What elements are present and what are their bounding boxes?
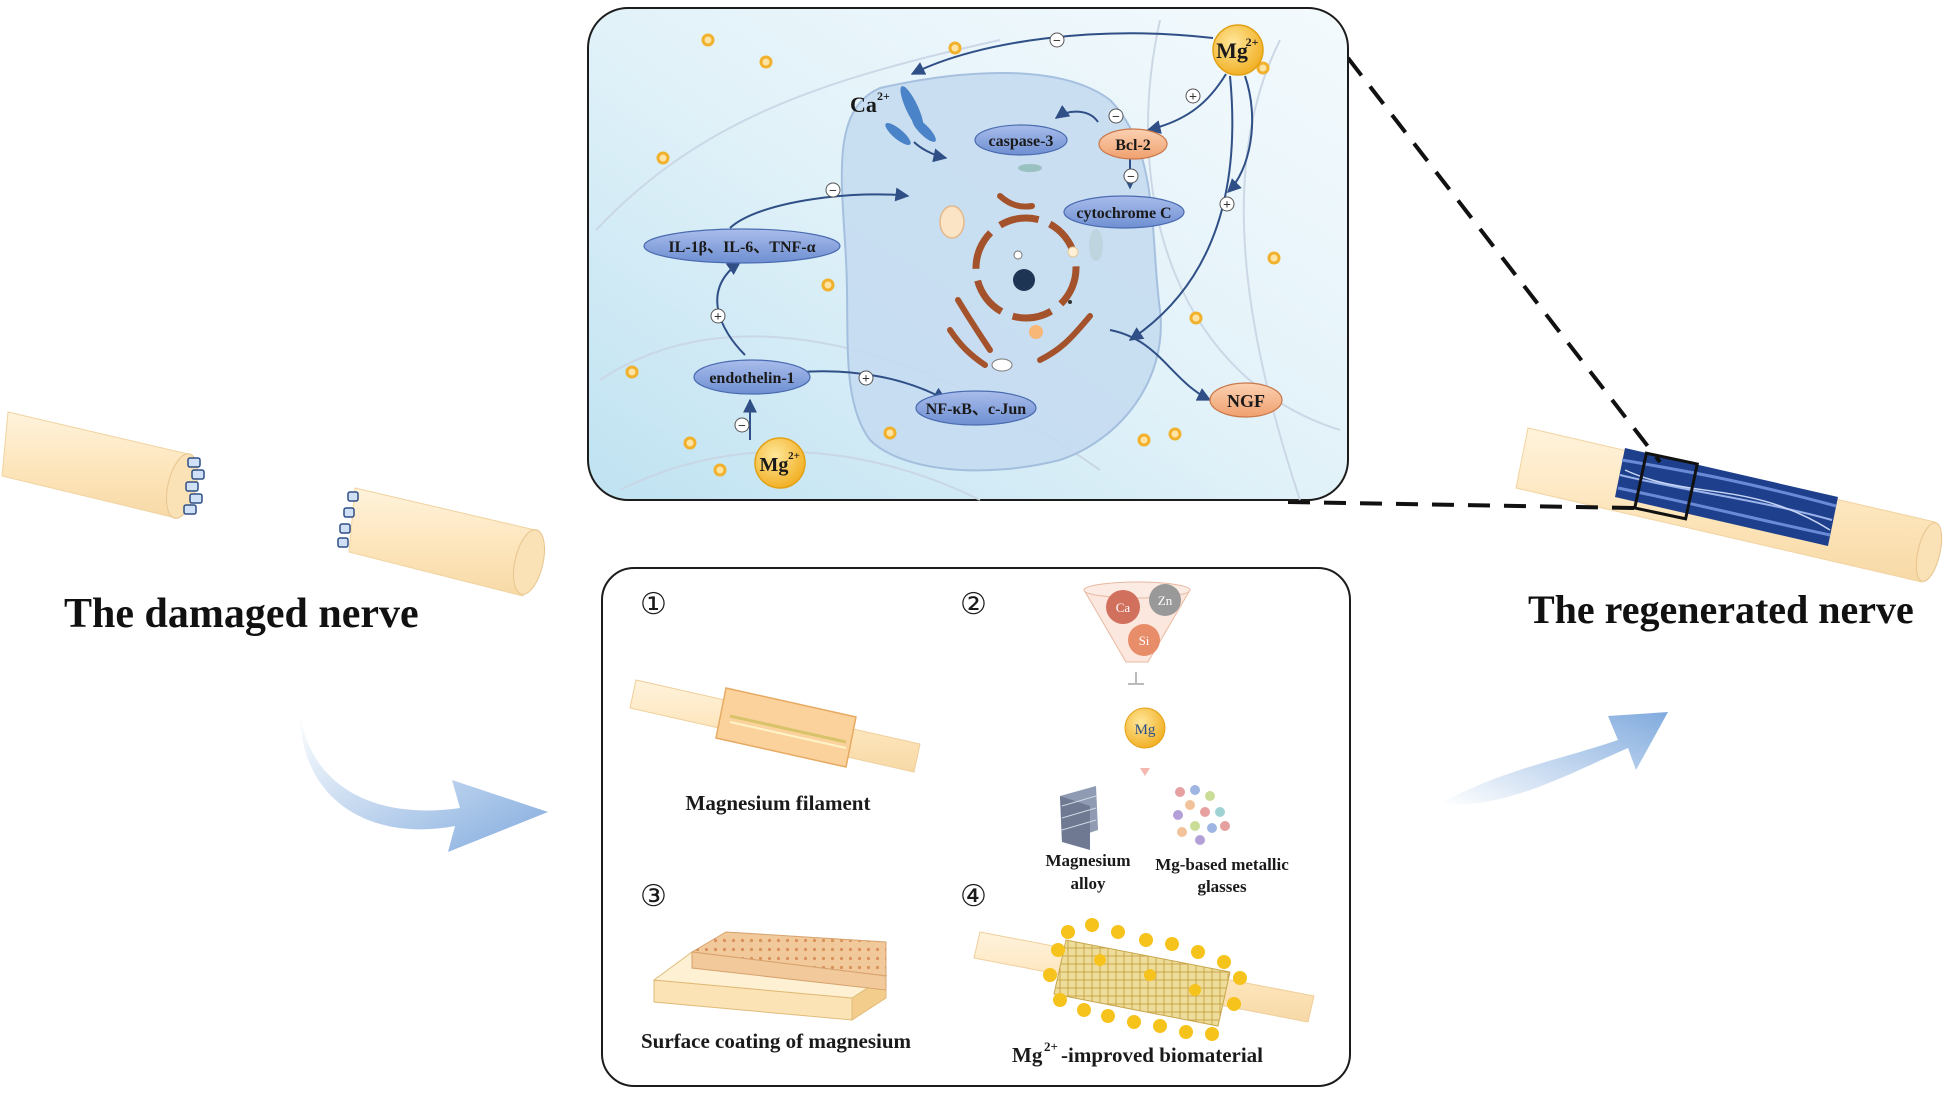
- glass-label-line1: Mg-based metallic: [1155, 855, 1289, 874]
- alloy-label-line2: alloy: [1071, 874, 1106, 893]
- element-mg: Mg: [1135, 722, 1156, 738]
- damaged-nerve-title: The damaged nerve: [64, 591, 419, 637]
- bcl2-node: Bcl-2: [1098, 128, 1168, 160]
- biomaterial-charge: 2+: [1044, 1039, 1058, 1054]
- ngf-label: NGF: [1227, 391, 1265, 411]
- mg-ion-dots: [625, 33, 1281, 477]
- caspase-label: caspase-3: [989, 133, 1054, 150]
- mg-ion-bottom-charge: 2+: [788, 450, 800, 462]
- mg-biomaterial-illustration: [973, 918, 1315, 1041]
- biomaterial-rest: -improved biomaterial: [1061, 1043, 1263, 1067]
- magnesium-alloy-cube: [1060, 786, 1098, 850]
- regenerated-fibers: [1615, 448, 1838, 546]
- caspase-node: caspase-3: [974, 124, 1068, 156]
- damaged-nerve-illustration: [1, 411, 546, 597]
- nfkb-label: NF-κB、c-Jun: [926, 401, 1027, 418]
- calcium-channel: [885, 86, 936, 145]
- strategy-number-4: ④: [960, 880, 987, 913]
- vesicle: [939, 205, 965, 239]
- cell-mechanism-panel: Mg 2+ Mg 2+ Ca 2+: [587, 7, 1349, 501]
- damaged-nerve-left-segment: [1, 411, 205, 519]
- surface-coating-label: Surface coating of magnesium: [641, 1029, 912, 1053]
- strategy-number-2: ②: [960, 588, 987, 621]
- mg-ion-bottom: Mg 2+: [754, 437, 806, 489]
- regenerated-nerve-title: The regenerated nerve: [1528, 587, 1914, 632]
- regenerated-nerve-illustration: [1515, 427, 1943, 583]
- surface-coating-illustration: [652, 931, 888, 1021]
- endothelin-label: endothelin-1: [709, 370, 794, 387]
- sign-plus-ngf: +: [1223, 198, 1231, 213]
- sign-minus-mg: −: [738, 419, 746, 434]
- pathway-arrows: [716, 32, 1254, 440]
- sign-plus-bcl2: +: [1189, 90, 1197, 105]
- element-si: Si: [1139, 633, 1150, 648]
- mg-ion-top-charge: 2+: [1246, 35, 1259, 49]
- strategy-number-3: ③: [640, 880, 667, 913]
- magnesium-filament-illustration: [629, 679, 921, 773]
- nucleus: [972, 214, 1080, 322]
- ngf-node: NGF: [1209, 382, 1283, 418]
- organelles: [947, 193, 1093, 368]
- magnesium-filament-label: Magnesium filament: [686, 791, 871, 815]
- alloy-label-line1: Magnesium: [1046, 851, 1131, 870]
- zoom-selection-box: [1632, 451, 1700, 521]
- sign-minus-cytokines: −: [829, 184, 837, 199]
- element-ca: Ca: [1116, 600, 1131, 615]
- vesicle-small: [991, 358, 1013, 372]
- alloy-funnel: Ca Zn Si Mg: [1083, 581, 1191, 776]
- vesicle-orange: [1029, 325, 1043, 339]
- metallic-glass-cluster: [1173, 785, 1230, 845]
- mg-ion-top-label: Mg: [1216, 38, 1248, 63]
- cytochrome-label: cytochrome C: [1076, 205, 1171, 222]
- zoom-lines: [1287, 56, 1662, 510]
- flow-arrow-right: [1440, 712, 1668, 805]
- sign-plus-nfkb: +: [862, 372, 870, 387]
- cytokines-node: IL-1β、IL-6、TNF-α: [643, 228, 841, 264]
- ca-label: Ca: [850, 92, 877, 117]
- mg-biomaterial-label: Mg 2+ -improved biomaterial: [1012, 1039, 1263, 1067]
- sign-plus-endothelin: +: [714, 310, 722, 325]
- cell-body: [840, 72, 1162, 472]
- cytochrome-node: cytochrome C: [1063, 195, 1185, 229]
- ca-charge: 2+: [877, 89, 890, 103]
- mg-ion-top: Mg 2+: [1212, 24, 1264, 76]
- sign-minus-caspase: −: [1112, 110, 1120, 125]
- sign-minus-cytochrome: −: [1127, 170, 1135, 185]
- bcl2-label: Bcl-2: [1115, 137, 1151, 154]
- damaged-nerve-right-segment: [337, 487, 546, 597]
- element-zn: Zn: [1158, 593, 1173, 608]
- flow-arrow-left: [300, 712, 548, 852]
- mg-ion-bottom-label: Mg: [760, 454, 789, 476]
- strategy-number-1: ①: [640, 588, 667, 621]
- glass-label-line2: glasses: [1197, 877, 1247, 896]
- regulation-signs: [710, 32, 1235, 433]
- nfkb-node: NF-κB、c-Jun: [915, 390, 1037, 426]
- biomaterial-mg: Mg: [1012, 1043, 1043, 1067]
- sign-minus-ca: −: [1053, 34, 1061, 49]
- endothelin-node: endothelin-1: [693, 359, 811, 395]
- strategies-panel: ① ② ③ ④ Magnesium filament Ca Zn Si Mg: [601, 567, 1351, 1087]
- cytokines-label: IL-1β、IL-6、TNF-α: [668, 239, 815, 256]
